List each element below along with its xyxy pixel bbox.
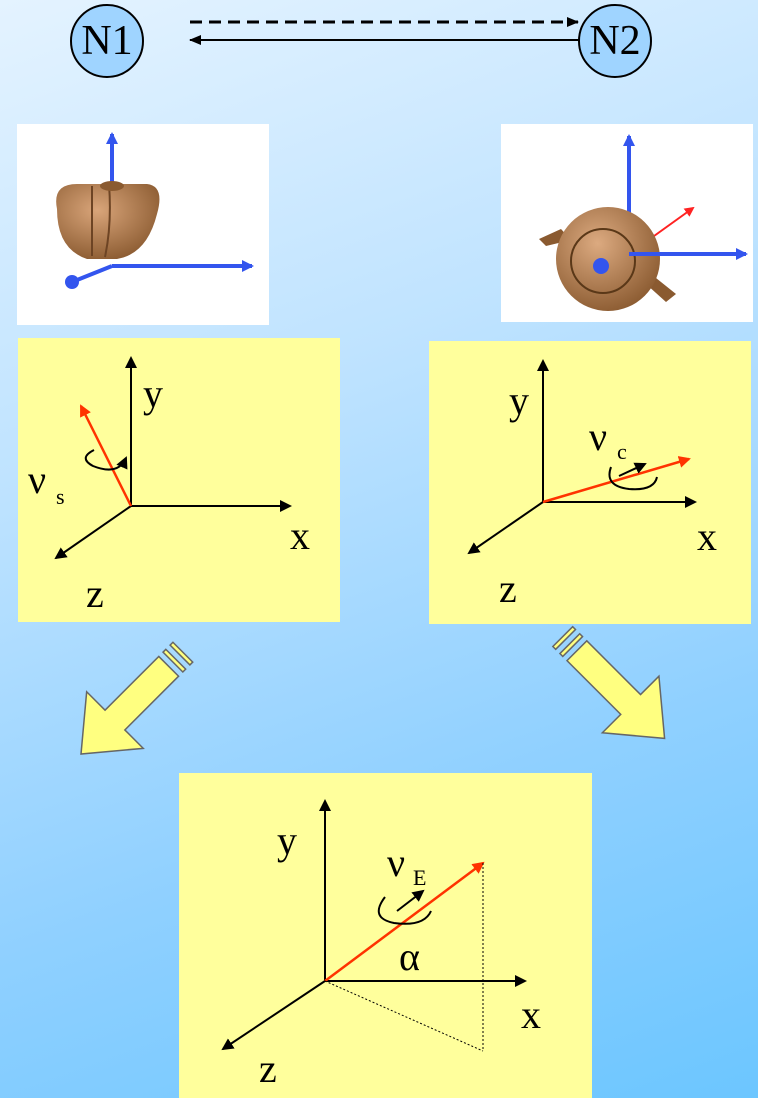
z-axis-label: z bbox=[499, 566, 517, 611]
axes-estimated bbox=[221, 799, 527, 1052]
big-arrow-right bbox=[551, 625, 666, 740]
node-n2-label: N2 bbox=[589, 18, 641, 64]
x-axis-label: x bbox=[290, 513, 310, 558]
y-axis-label: y bbox=[509, 378, 529, 423]
y-axis-label: y bbox=[143, 371, 163, 416]
teapot-left-view bbox=[17, 124, 269, 325]
nu-c-subscript: c bbox=[617, 439, 627, 464]
nu-s-symbol: ν bbox=[28, 457, 47, 502]
node-n1-label: N1 bbox=[81, 18, 133, 64]
node-n1: N1 bbox=[70, 4, 144, 78]
panel-source-frame: y x z ν s bbox=[18, 338, 340, 622]
node-n2: N2 bbox=[578, 4, 652, 78]
nu-e-subscript: E bbox=[413, 865, 427, 890]
nu-c-symbol: ν bbox=[589, 414, 608, 459]
z-axis-label: z bbox=[259, 1046, 277, 1091]
alpha-symbol: α bbox=[399, 934, 420, 979]
x-axis-label: x bbox=[697, 514, 717, 559]
axes-camera bbox=[467, 359, 697, 555]
z-axis-label: z bbox=[86, 571, 104, 616]
y-axis-label: y bbox=[277, 818, 297, 863]
panel-camera-frame: y x z ν c bbox=[429, 341, 751, 624]
axes-source bbox=[54, 356, 292, 560]
big-arrow-left bbox=[80, 641, 194, 755]
x-axis-label: x bbox=[521, 992, 541, 1037]
panel-estimated-frame: y x z ν E α bbox=[179, 773, 592, 1098]
nu-e-symbol: ν bbox=[387, 840, 406, 885]
nu-s-subscript: s bbox=[56, 484, 65, 509]
teapot-right-view bbox=[501, 124, 753, 322]
